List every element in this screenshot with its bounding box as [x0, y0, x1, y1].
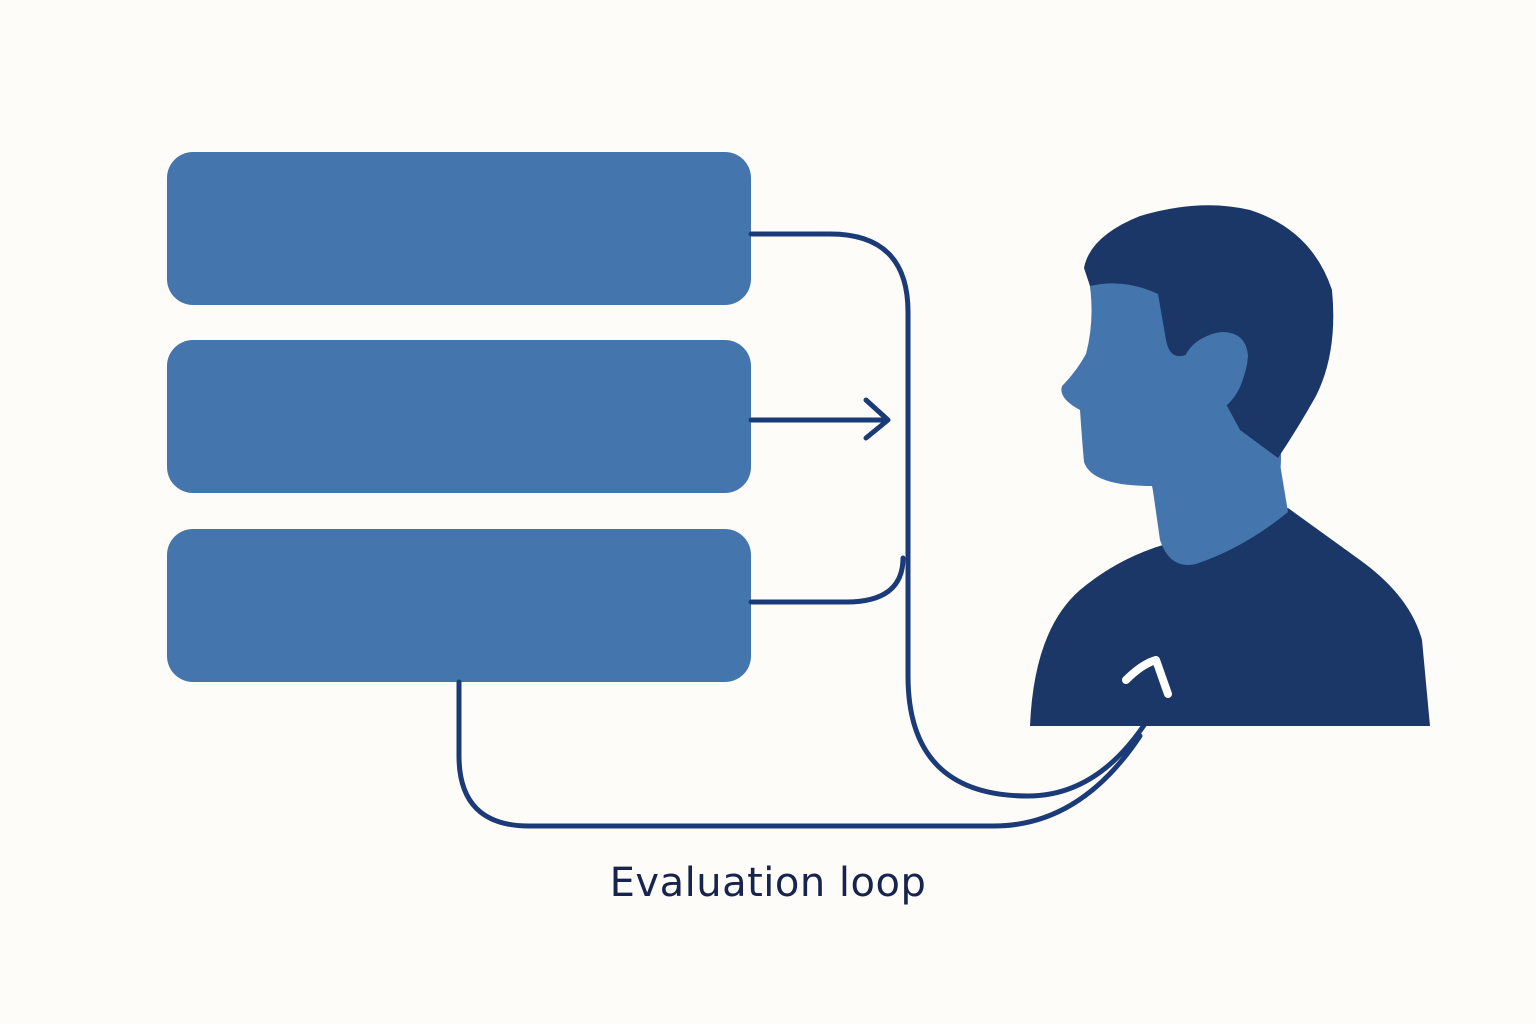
loop-arrowhead — [1122, 656, 1172, 698]
connector-bottom — [748, 555, 906, 605]
panel-bottom — [167, 529, 751, 682]
loop-caption: Evaluation loop — [609, 860, 927, 906]
connector-top — [748, 231, 1153, 799]
person-ear — [1186, 334, 1246, 406]
panel-top — [167, 152, 751, 305]
person-silhouette-icon — [1030, 205, 1430, 726]
panel-middle — [167, 340, 751, 493]
connector-middle-arrow — [748, 397, 891, 441]
connector-loop — [456, 679, 1143, 829]
person-hair — [1084, 205, 1334, 458]
